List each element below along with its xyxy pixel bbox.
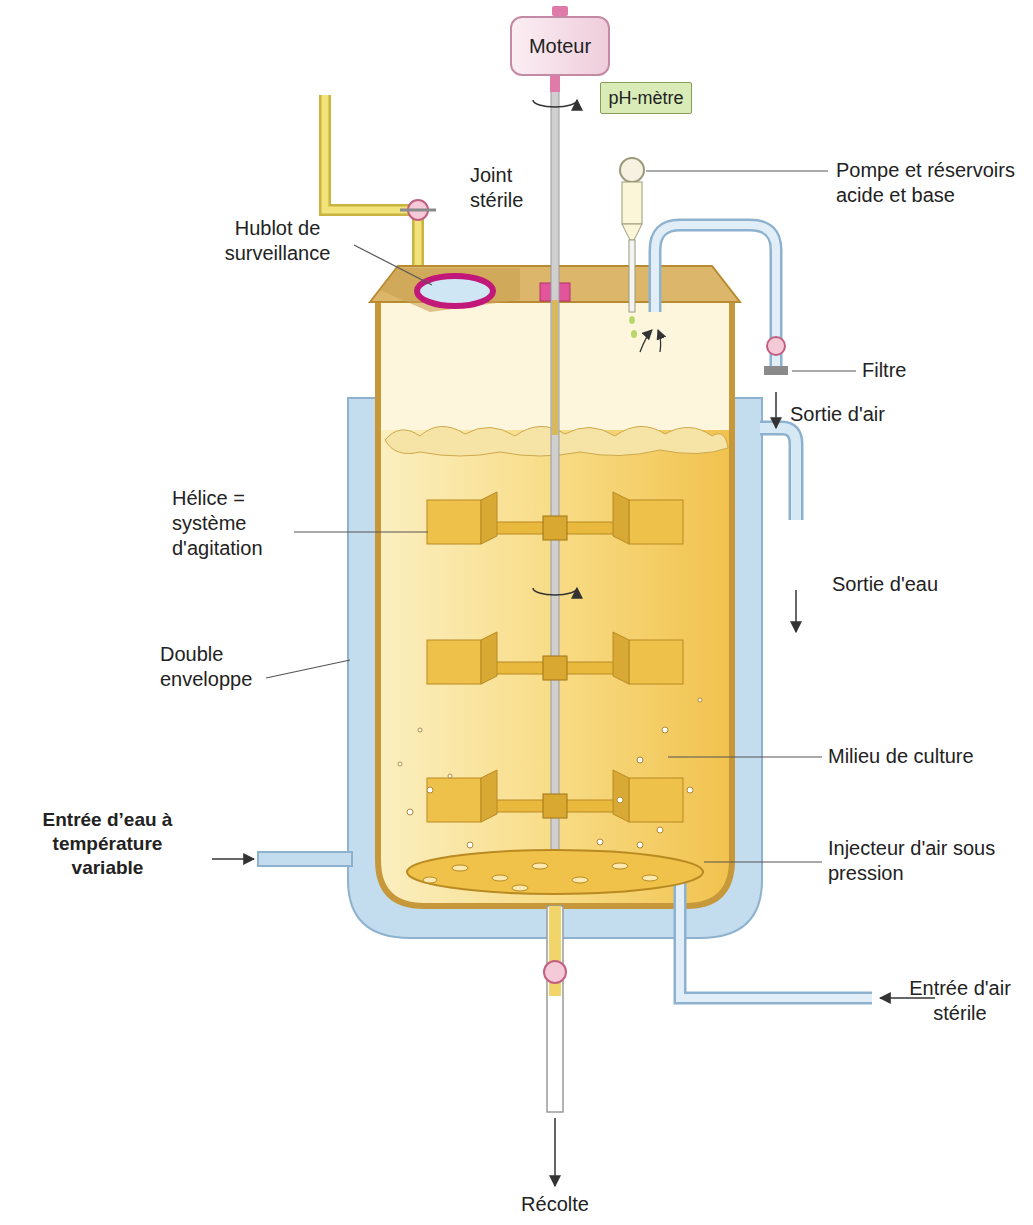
- node-label: Moteur: [529, 35, 591, 58]
- flow-label: Récolte: [495, 1192, 615, 1217]
- flow-label: Sortie d'eau: [832, 572, 982, 597]
- part-label: Injecteur d'air sous pression: [828, 836, 1023, 886]
- ph-meter-box: pH-mètre: [600, 82, 692, 114]
- flow-label: Entrée d’eau à température variable: [15, 808, 200, 879]
- part-label: Double enveloppe: [160, 642, 270, 692]
- part-label: Joint stérile: [470, 163, 550, 213]
- part-label: Hélice = système d'agitation: [172, 486, 290, 561]
- flow-label: Sortie d'air: [790, 402, 940, 427]
- part-label: Milieu de culture: [828, 744, 1018, 769]
- node-label: pH-mètre: [608, 88, 683, 109]
- motor-box: Moteur: [510, 16, 610, 76]
- part-label: Hublot de surveillance: [205, 216, 350, 266]
- flow-label: Entrée d'air stérile: [895, 976, 1025, 1026]
- part-label: Pompe et réservoirs acide et base: [836, 158, 1028, 208]
- part-label: Filtre: [862, 358, 952, 383]
